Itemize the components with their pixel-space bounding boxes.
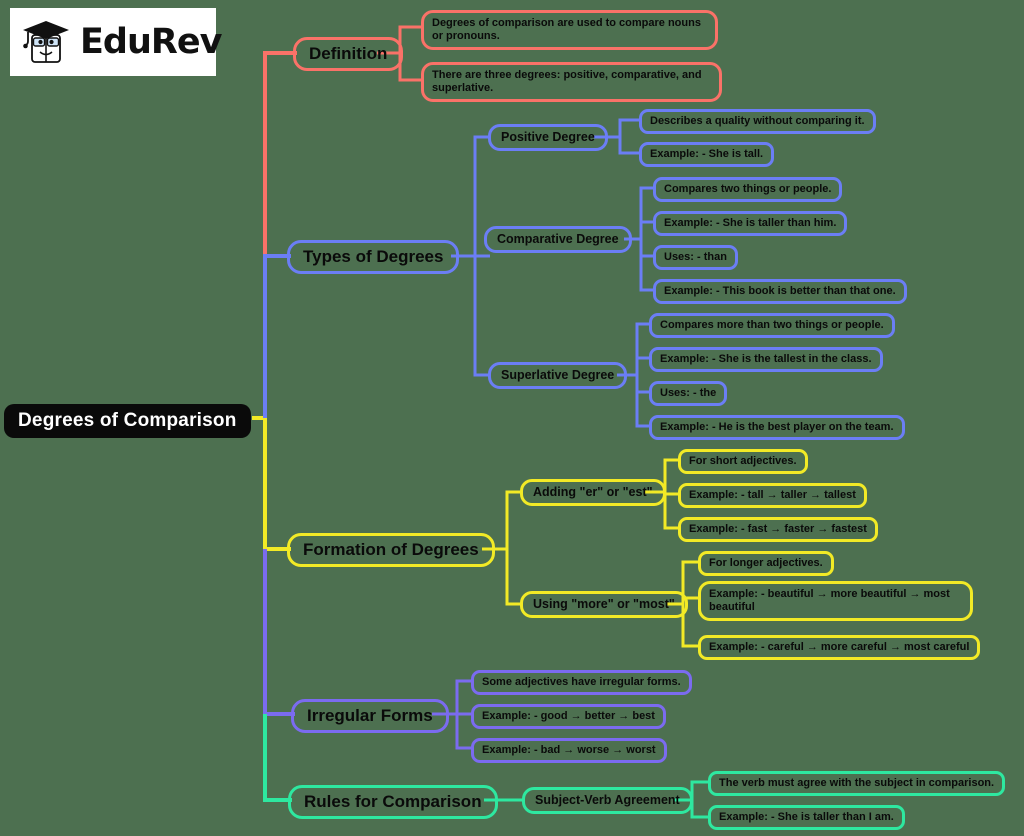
leaf-label: Example: - fast → faster → fastest	[689, 523, 867, 535]
branch-node-formation-of-degrees[interactable]: Formation of Degrees	[287, 533, 495, 568]
branch-node-irregular-forms[interactable]: Irregular Forms	[291, 699, 449, 734]
sub-label: Subject-Verb Agreement	[535, 793, 680, 807]
branch-label: Types of Degrees	[303, 247, 444, 266]
sub-label: Adding "er" or "est"	[533, 485, 653, 499]
leaf-using-more-most-2[interactable]: Example: - beautiful → more beautiful → …	[698, 581, 973, 621]
root-node-degrees-of-comparison[interactable]: Degrees of Comparison	[4, 404, 251, 439]
leaf-label: Degrees of comparison are used to compar…	[432, 17, 701, 42]
leaf-superlative-2[interactable]: Example: - She is the tallest in the cla…	[649, 347, 883, 372]
leaf-label: Example: - This book is better than that…	[664, 285, 896, 297]
leaf-definition-1[interactable]: Degrees of comparison are used to compar…	[421, 10, 718, 50]
branch-label: Definition	[309, 44, 388, 63]
root-label: Degrees of Comparison	[18, 410, 237, 431]
sub-node-subject-verb-agreement[interactable]: Subject-Verb Agreement	[522, 787, 693, 814]
leaf-label: Uses: - the	[660, 387, 717, 399]
leaf-label: Compares more than two things or people.	[660, 319, 884, 331]
leaf-comparative-3[interactable]: Uses: - than	[653, 245, 738, 270]
leaf-comparative-1[interactable]: Compares two things or people.	[653, 177, 843, 202]
leaf-using-more-most-3[interactable]: Example: - careful → more careful → most…	[698, 635, 981, 660]
leaf-adding-er-est-2[interactable]: Example: - tall → taller → tallest	[678, 483, 867, 508]
sub-node-using-more-most[interactable]: Using "more" or "most"	[520, 591, 688, 618]
branch-label: Rules for Comparison	[304, 792, 482, 811]
branch-label: Irregular Forms	[307, 706, 433, 725]
leaf-label: Example: - beautiful → more beautiful → …	[709, 588, 950, 613]
leaf-definition-2[interactable]: There are three degrees: positive, compa…	[421, 62, 722, 102]
leaf-irregular-forms-3[interactable]: Example: - bad → worse → worst	[471, 738, 667, 763]
sub-node-comparative-degree[interactable]: Comparative Degree	[484, 226, 632, 253]
leaf-label: Example: - She is the tallest in the cla…	[660, 353, 872, 365]
leaf-label: Example: - She is tall.	[650, 148, 764, 160]
sub-label: Using "more" or "most"	[533, 597, 675, 611]
brand-name: EduRev	[80, 21, 222, 62]
leaf-label: Describes a quality without comparing it…	[650, 115, 865, 127]
leaf-comparative-4[interactable]: Example: - This book is better than that…	[653, 279, 907, 304]
leaf-positive-degree-1[interactable]: Describes a quality without comparing it…	[639, 109, 876, 134]
leaf-irregular-forms-2[interactable]: Example: - good → better → best	[471, 704, 666, 729]
leaf-label: Some adjectives have irregular forms.	[482, 676, 681, 688]
leaf-rules-1[interactable]: The verb must agree with the subject in …	[708, 771, 1006, 796]
leaf-using-more-most-1[interactable]: For longer adjectives.	[698, 551, 834, 576]
leaf-irregular-forms-1[interactable]: Some adjectives have irregular forms.	[471, 670, 692, 695]
leaf-label: Example: - bad → worse → worst	[482, 744, 656, 756]
sub-label: Comparative Degree	[497, 232, 619, 246]
sub-node-superlative-degree[interactable]: Superlative Degree	[488, 362, 628, 389]
leaf-label: The verb must agree with the subject in …	[719, 777, 995, 789]
leaf-label: Uses: - than	[664, 251, 727, 263]
leaf-label: Example: - tall → taller → tallest	[689, 489, 856, 501]
graduation-cap-book-mascot-icon	[18, 16, 74, 68]
leaf-superlative-3[interactable]: Uses: - the	[649, 381, 728, 406]
leaf-superlative-1[interactable]: Compares more than two things or people.	[649, 313, 895, 338]
leaf-label: Example: - She is taller than him.	[664, 217, 837, 229]
sub-label: Superlative Degree	[501, 368, 615, 382]
leaf-superlative-4[interactable]: Example: - He is the best player on the …	[649, 415, 905, 440]
sub-label: Positive Degree	[501, 130, 595, 144]
branch-node-definition[interactable]: Definition	[293, 37, 404, 72]
leaf-label: For short adjectives.	[689, 455, 797, 467]
branch-node-types-of-degrees[interactable]: Types of Degrees	[287, 240, 460, 275]
leaf-label: There are three degrees: positive, compa…	[432, 69, 702, 94]
leaf-label: Compares two things or people.	[664, 183, 832, 195]
edurev-logo[interactable]: EduRev	[10, 8, 222, 76]
leaf-label: Example: - She is taller than I am.	[719, 811, 894, 823]
leaf-label: For longer adjectives.	[709, 557, 823, 569]
sub-node-adding-er-est[interactable]: Adding "er" or "est"	[520, 479, 666, 506]
leaf-label: Example: - careful → more careful → most…	[709, 641, 970, 653]
sub-node-positive-degree[interactable]: Positive Degree	[488, 124, 608, 151]
branch-label: Formation of Degrees	[303, 540, 479, 559]
leaf-comparative-2[interactable]: Example: - She is taller than him.	[653, 211, 848, 236]
leaf-rules-2[interactable]: Example: - She is taller than I am.	[708, 805, 905, 830]
leaf-adding-er-est-1[interactable]: For short adjectives.	[678, 449, 808, 474]
leaf-positive-degree-2[interactable]: Example: - She is tall.	[639, 142, 775, 167]
branch-node-rules-for-comparison[interactable]: Rules for Comparison	[288, 785, 498, 820]
leaf-label: Example: - He is the best player on the …	[660, 421, 894, 433]
leaf-adding-er-est-3[interactable]: Example: - fast → faster → fastest	[678, 517, 878, 542]
leaf-label: Example: - good → better → best	[482, 710, 655, 722]
